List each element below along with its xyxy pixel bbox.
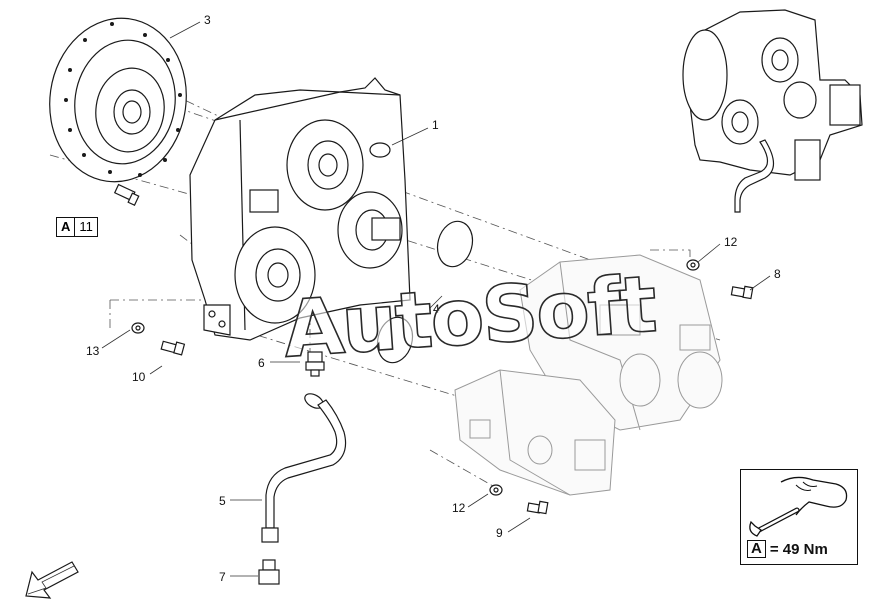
assembled-view [682, 9, 863, 213]
torque-value: = 49 Nm [769, 540, 828, 558]
callout-labels: 3 1 12 8 4 13 10 6 5 7 12 9 [86, 13, 781, 584]
callout-5: 5 [219, 494, 226, 508]
reference-letter: A [57, 218, 76, 236]
callout-8: 8 [774, 267, 781, 281]
oil-pipe-assembly [258, 351, 347, 585]
torque-value-label: A = 49 Nm [747, 540, 828, 558]
gearbox-housing [189, 77, 411, 341]
callout-3: 3 [204, 13, 211, 27]
torque-reference-box: A 11 [56, 217, 98, 237]
callout-12-top: 12 [724, 235, 738, 249]
callout-12-bottom: 12 [452, 501, 466, 515]
callout-6: 6 [258, 356, 265, 370]
callout-13: 13 [86, 344, 100, 358]
torque-letter: A [747, 540, 766, 558]
callout-10: 10 [132, 370, 146, 384]
torque-spec-legend: A = 49 Nm [740, 469, 858, 565]
callout-7: 7 [219, 570, 226, 584]
fasteners [131, 259, 754, 515]
leader-lines [101, 21, 771, 577]
callout-1: 1 [432, 118, 439, 132]
direction-arrow-icon [25, 561, 79, 599]
flange-bolt [113, 183, 140, 207]
callout-9: 9 [496, 526, 503, 540]
wrench-icon [749, 476, 848, 537]
o-rings [376, 220, 474, 364]
reference-number: 11 [79, 219, 93, 234]
hydraulic-pumps [454, 254, 723, 496]
callout-4: 4 [433, 302, 440, 316]
coupling-flange [49, 17, 187, 183]
